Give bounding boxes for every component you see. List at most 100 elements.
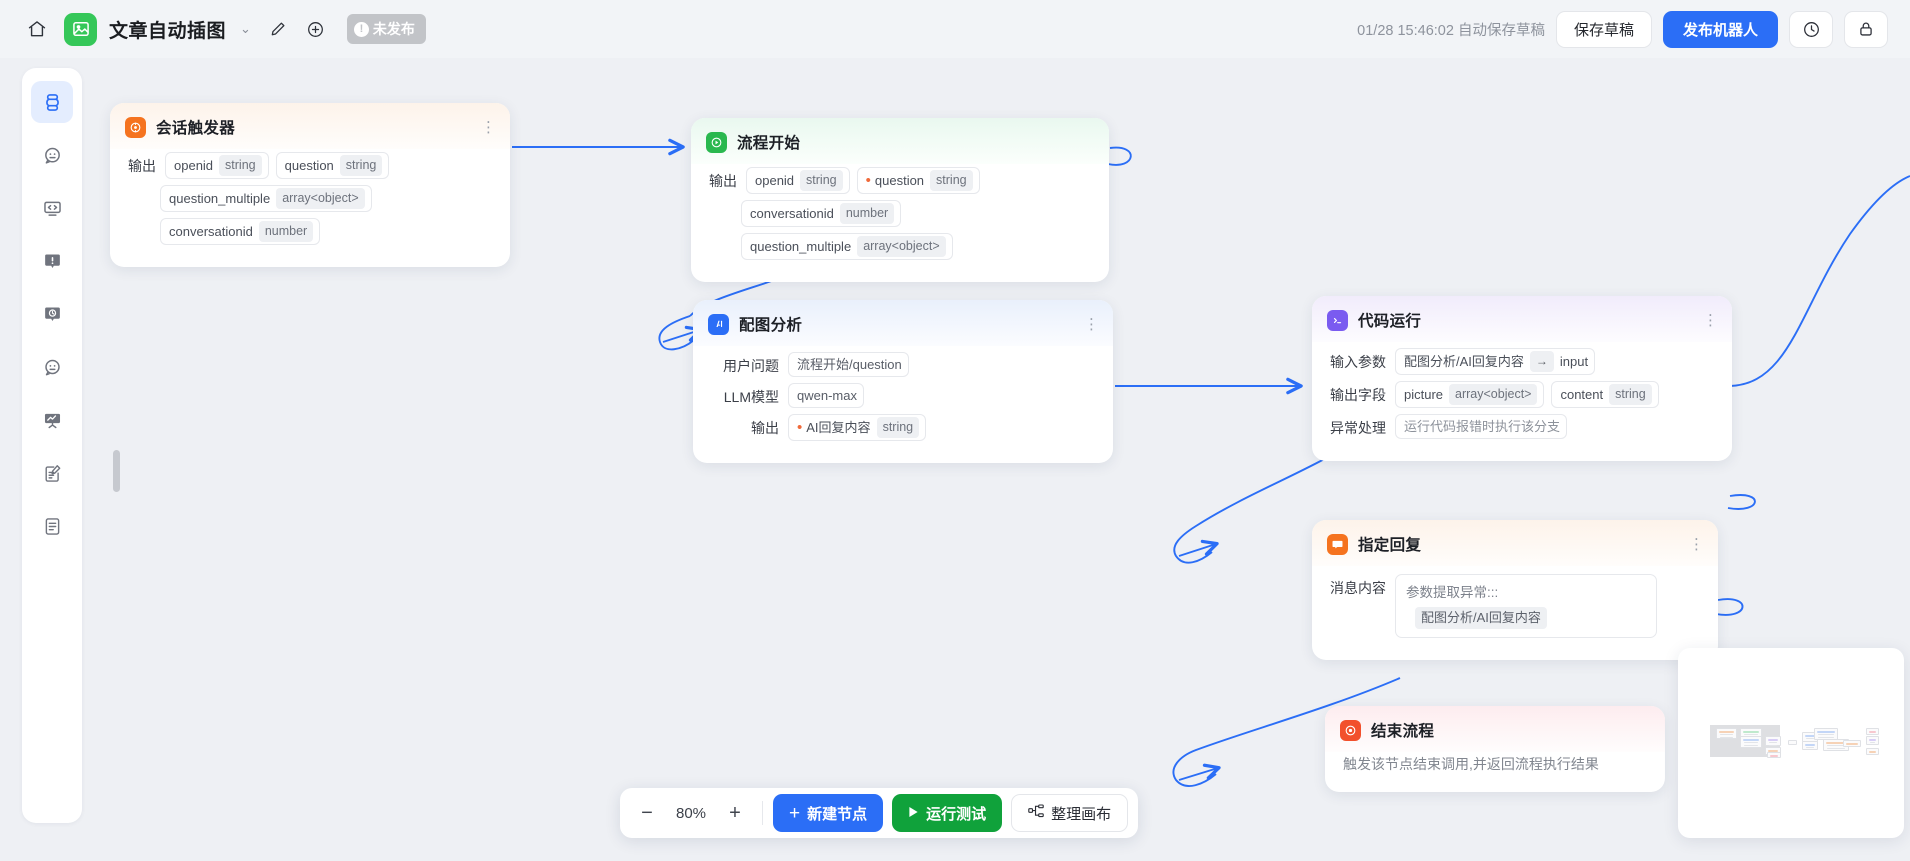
pencil-icon[interactable] xyxy=(265,16,291,42)
terminal-icon xyxy=(1327,309,1348,331)
chip-type: string xyxy=(1609,384,1652,405)
chip-group: conversationid number xyxy=(160,218,321,245)
chip-group: question_multiple array<object> xyxy=(741,233,953,260)
app-logo-icon xyxy=(64,12,97,46)
sidebar-collapse-handle[interactable] xyxy=(113,450,120,492)
chip: openid string xyxy=(746,167,850,194)
node-header: 配图分析 ⋮ xyxy=(693,300,1113,346)
chip: question_multiple array<object> xyxy=(741,233,953,260)
zoom-in-button[interactable]: + xyxy=(729,801,741,824)
chip: • question string xyxy=(856,167,980,194)
node-row: question_multiple array<object> xyxy=(709,233,1091,260)
node-row: LLM模型 qwen-max xyxy=(711,383,1095,408)
node-flow-end[interactable]: 结束流程 触发该节点结束调用,并返回流程执行结果 xyxy=(1325,706,1665,792)
plus-circle-icon[interactable] xyxy=(303,16,329,42)
save-draft-button[interactable]: 保存草稿 xyxy=(1555,10,1652,48)
chip: content string xyxy=(1551,381,1659,408)
chip-type: number xyxy=(839,203,895,224)
autosave-timestamp: 01/28 15:46:02 自动保存草稿 xyxy=(1357,22,1545,39)
row-label: 输入参数 xyxy=(1330,354,1386,370)
required-marker-icon: • xyxy=(797,418,803,436)
chip-type: array<object> xyxy=(1449,384,1538,405)
chip: 流程开始/question xyxy=(788,352,909,377)
node-row: 用户问题 流程开始/question xyxy=(711,352,1095,377)
sidebar-item-clock-bubble-icon[interactable] xyxy=(31,293,73,335)
node-row: conversationid number xyxy=(709,200,1091,227)
node-menu-icon[interactable]: ⋮ xyxy=(481,118,496,136)
node-flow-start[interactable]: 流程开始 输出 openid string • question string xyxy=(691,118,1109,282)
minimap-node xyxy=(1740,736,1762,748)
zoom-level-label: 80% xyxy=(675,804,707,822)
chip-type: string xyxy=(876,417,920,438)
node-menu-icon[interactable]: ⋮ xyxy=(1689,535,1704,553)
home-icon[interactable] xyxy=(22,14,52,44)
sidebar-item-chart-board-icon[interactable] xyxy=(31,399,73,441)
chip-name: openid xyxy=(755,173,795,188)
node-header: 代码运行 ⋮ xyxy=(1312,296,1732,342)
chip-group: • AI回复内容 string xyxy=(788,414,927,441)
node-body: 输出 openid string question string questio… xyxy=(110,149,510,267)
chip: 运行代码报错时执行该分支 xyxy=(1395,414,1568,439)
minimap-node xyxy=(1866,736,1879,745)
chip: qwen-max xyxy=(788,383,864,408)
chip-name: conversationid xyxy=(750,206,834,221)
publish-bot-button[interactable]: 发布机器人 xyxy=(1662,10,1778,48)
node-title: 流程开始 xyxy=(737,135,801,152)
chip-type: string xyxy=(930,170,973,191)
lock-icon[interactable] xyxy=(1844,10,1888,48)
chip-group: qwen-max xyxy=(788,383,864,408)
clock-icon[interactable] xyxy=(1789,10,1833,48)
sidebar-item-chat-face-icon[interactable] xyxy=(31,134,73,176)
chip-name: openid xyxy=(174,158,214,173)
left-sidebar xyxy=(22,68,82,823)
exclamation-icon: ! xyxy=(353,21,369,37)
chip-type: array<object> xyxy=(276,188,365,209)
node-header: 会话触发器 ⋮ xyxy=(110,103,510,149)
node-body: 输入参数 配图分析/AI回复内容 → input 输出字段 picture ar… xyxy=(1312,342,1732,461)
row-label: 输出 xyxy=(751,420,779,436)
chip: conversationid number xyxy=(160,218,321,245)
sidebar-item-smiley-icon[interactable] xyxy=(31,346,73,388)
message-content-field[interactable]: 参数提取异常::: 配图分析/AI回复内容 xyxy=(1395,574,1657,639)
node-title: 会话触发器 xyxy=(156,120,236,137)
chip: conversationid number xyxy=(741,200,902,227)
node-code-run[interactable]: 代码运行 ⋮ 输入参数 配图分析/AI回复内容 → input 输出字段 pi xyxy=(1312,296,1732,461)
node-session-trigger[interactable]: 会话触发器 ⋮ 输出 openid string question string xyxy=(110,103,510,267)
node-menu-icon[interactable]: ⋮ xyxy=(1703,311,1718,329)
row-label: 用户问题 xyxy=(723,358,779,374)
node-image-analysis[interactable]: 配图分析 ⋮ 用户问题 流程开始/question LLM模型 qwen-max… xyxy=(693,300,1113,463)
add-node-button[interactable]: + 新建节点 xyxy=(773,794,884,832)
plus-icon: + xyxy=(789,802,801,824)
node-header: 指定回复 ⋮ xyxy=(1312,520,1718,566)
chip-group: conversationid number xyxy=(741,200,902,227)
node-description: 触发该节点结束调用,并返回流程执行结果 xyxy=(1343,756,1599,772)
chevron-down-icon[interactable]: ⌄ xyxy=(240,21,251,36)
play-circle-icon xyxy=(706,131,727,153)
sidebar-item-workflow[interactable] xyxy=(31,81,73,123)
node-row: conversationid number xyxy=(128,218,492,245)
chip-name: 配图分析/AI回复内容 xyxy=(1404,354,1524,369)
chip-type: number xyxy=(258,221,314,242)
node-row: 输入参数 配图分析/AI回复内容 → input xyxy=(1330,348,1714,375)
chip-group: openid string question string xyxy=(165,152,390,179)
row-label: 输出 xyxy=(128,158,156,174)
minimap-node xyxy=(1788,740,1797,745)
sidebar-item-code-monitor-icon[interactable] xyxy=(31,187,73,229)
node-menu-icon[interactable]: ⋮ xyxy=(1084,315,1099,333)
page-title: 文章自动插图 xyxy=(109,20,227,42)
run-test-button[interactable]: 运行测试 xyxy=(892,794,1003,832)
status-badge-label: 未发布 xyxy=(372,21,415,37)
sidebar-item-document-icon[interactable] xyxy=(31,505,73,547)
chip-type: string xyxy=(800,170,843,191)
node-specified-reply[interactable]: 指定回复 ⋮ 消息内容 参数提取异常::: 配图分析/AI回复内容 xyxy=(1312,520,1718,661)
sidebar-item-edit-note-icon[interactable] xyxy=(31,452,73,494)
sidebar-item-exclamation-bubble-icon[interactable] xyxy=(31,240,73,282)
chip-name: question_multiple xyxy=(169,191,271,206)
minimap[interactable] xyxy=(1678,648,1904,838)
chip: openid string xyxy=(165,152,269,179)
tidy-canvas-button[interactable]: 整理画布 xyxy=(1011,794,1129,832)
chip-group: 配图分析/AI回复内容 → input xyxy=(1395,348,1596,375)
message-variable-token: 配图分析/AI回复内容 xyxy=(1415,606,1547,630)
chip-name: conversationid xyxy=(169,224,253,239)
zoom-out-button[interactable]: − xyxy=(641,801,653,824)
